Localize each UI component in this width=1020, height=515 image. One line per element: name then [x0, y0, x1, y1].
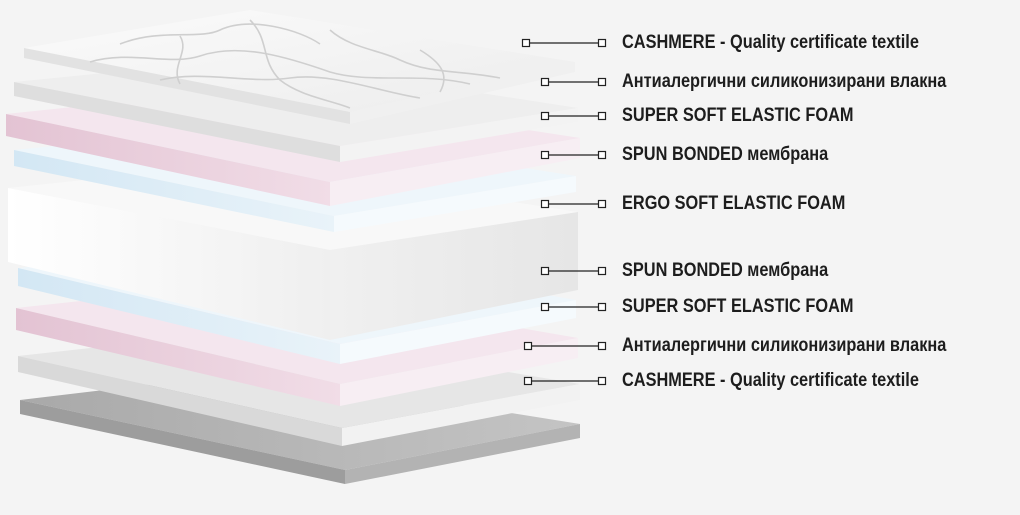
layer-label-spun-bonded-top: SPUN BONDED мембрана [622, 144, 829, 165]
layer-label-ergo-soft: ERGO SOFT ELASTIC FOAM [622, 193, 846, 214]
layer-top-cashmere [24, 10, 575, 124]
leader-endpoint-marker [597, 150, 607, 160]
leader-endpoint-marker [523, 341, 533, 351]
layer-label-super-soft-top: SUPER SOFT ELASTIC FOAM [622, 105, 854, 126]
layer-label-super-soft-bottom: SUPER SOFT ELASTIC FOAM [622, 296, 854, 317]
leader-endpoint-marker [540, 111, 550, 121]
leader-endpoint-marker [540, 150, 550, 160]
layer-label-cashmere-bottom: CASHMERE - Quality certificate textile [622, 370, 919, 391]
leader-endpoint-marker [540, 77, 550, 87]
leader-endpoint-marker [523, 376, 533, 386]
leader-lines [521, 38, 607, 386]
leader-endpoint-marker [540, 199, 550, 209]
layer-label-cashmere-top: CASHMERE - Quality certificate textile [622, 32, 919, 53]
leader-endpoint-marker [597, 77, 607, 87]
leader-endpoint-marker [597, 266, 607, 276]
leader-endpoint-marker [597, 111, 607, 121]
leader-endpoint-marker [597, 199, 607, 209]
layer-label-fiber-top: Антиалергични силиконизирани влакна [622, 71, 947, 92]
leader-endpoint-marker [540, 266, 550, 276]
layer-label-spun-bonded-bottom: SPUN BONDED мембрана [622, 260, 829, 281]
leader-endpoint-marker [597, 38, 607, 48]
leader-endpoint-marker [521, 38, 531, 48]
leader-endpoint-marker [540, 302, 550, 312]
leader-endpoint-marker [597, 302, 607, 312]
layer-label-fiber-bottom: Антиалергични силиконизирани влакна [622, 335, 947, 356]
leader-endpoint-marker [597, 376, 607, 386]
leader-endpoint-marker [597, 341, 607, 351]
